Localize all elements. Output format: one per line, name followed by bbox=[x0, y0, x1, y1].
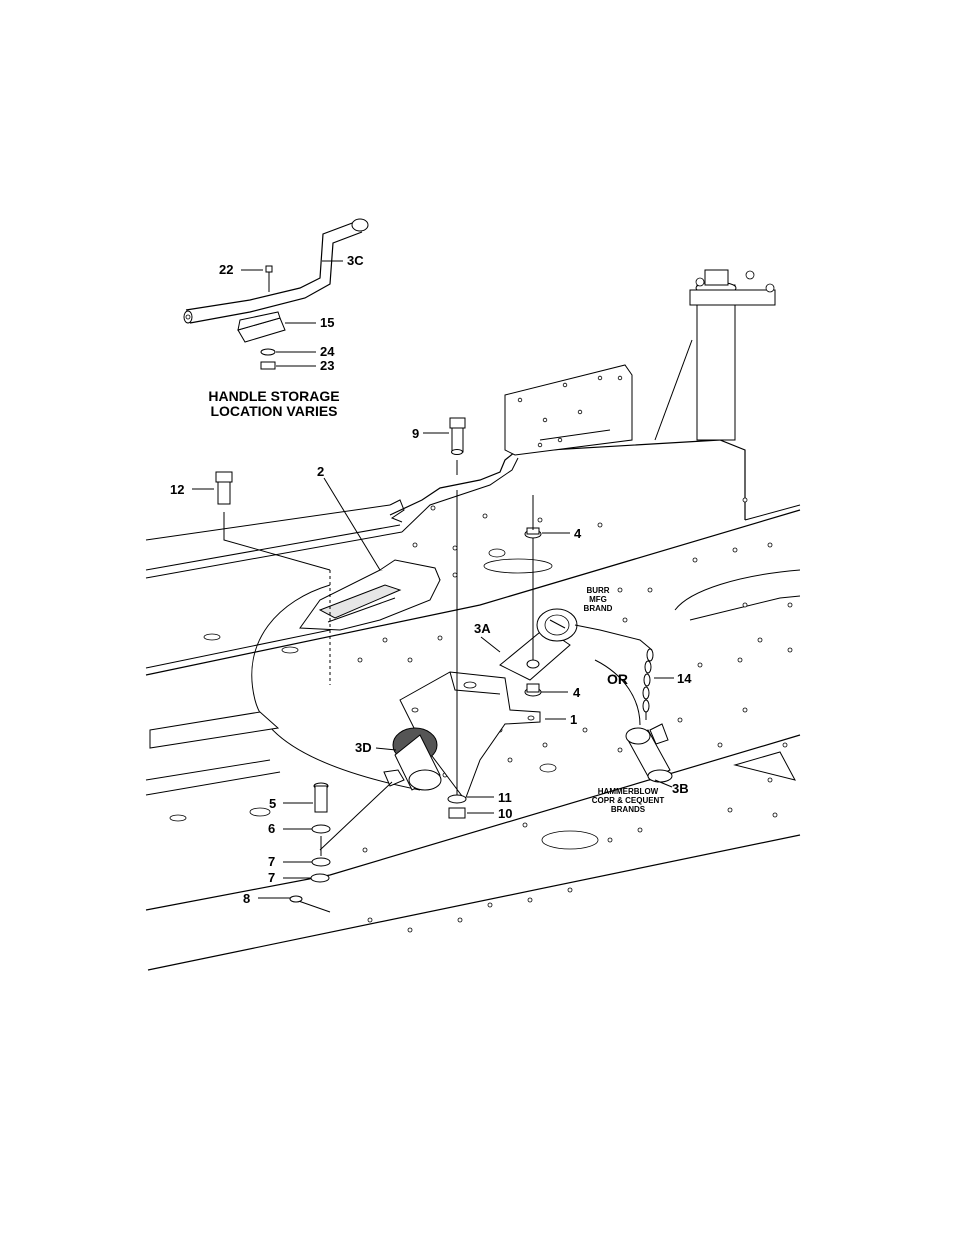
hammerblow-brand-line-2: COPR & CEQUENT bbox=[592, 796, 665, 805]
part-3d-cylinder bbox=[383, 727, 442, 791]
assembly-lines bbox=[319, 490, 641, 856]
burr-brand-line-3: BRAND bbox=[584, 604, 613, 613]
part-2-jaw bbox=[299, 559, 441, 631]
hammerblow-brand-line-1: HAMMERBLOW bbox=[598, 787, 659, 796]
callout-15: 15 bbox=[320, 315, 334, 330]
part-3c-handle bbox=[183, 218, 369, 324]
callout-12: 12 bbox=[170, 482, 184, 497]
part-1-bracket bbox=[399, 671, 541, 802]
callout-22: 22 bbox=[219, 262, 233, 277]
upright-post bbox=[654, 269, 776, 441]
or-label: OR bbox=[607, 671, 628, 687]
callout-24: 24 bbox=[320, 344, 335, 359]
callout-2: 2 bbox=[317, 464, 324, 479]
part-7-washer-a bbox=[311, 857, 331, 867]
part-24-washer bbox=[260, 348, 276, 356]
part-15-clip bbox=[237, 311, 286, 343]
callout-9: 9 bbox=[412, 426, 419, 441]
callout-5: 5 bbox=[269, 796, 276, 811]
part-10-nut bbox=[448, 807, 466, 819]
callout-6: 6 bbox=[268, 821, 275, 836]
callout-8: 8 bbox=[243, 891, 250, 906]
callout-4-upper: 4 bbox=[574, 526, 582, 541]
burr-brand-line-1: BURR bbox=[586, 586, 609, 595]
callout-1: 1 bbox=[570, 712, 577, 727]
part-8-cotter-pin bbox=[289, 895, 331, 913]
part-22-screw bbox=[265, 265, 273, 292]
part-4-bushing-upper bbox=[524, 527, 542, 539]
part-6-washer bbox=[311, 824, 331, 834]
part-11-washer bbox=[447, 794, 467, 804]
storage-note-line-2: LOCATION VARIES bbox=[210, 403, 337, 419]
hammerblow-brand-line-3: BRANDS bbox=[611, 805, 646, 814]
callout-10: 10 bbox=[498, 806, 512, 821]
leader-lines bbox=[192, 260, 674, 899]
callout-7-b: 7 bbox=[268, 870, 275, 885]
part-9-bolt bbox=[449, 417, 466, 475]
storage-note-line-1: HANDLE STORAGE bbox=[208, 388, 339, 404]
part-23-nut bbox=[260, 361, 276, 370]
part-7-washer-b bbox=[310, 873, 330, 883]
part-3b-pin bbox=[625, 723, 673, 783]
frame-outline bbox=[145, 439, 801, 971]
part-12-bolt bbox=[215, 471, 331, 685]
callout-11: 11 bbox=[498, 790, 512, 805]
part-14-chain bbox=[574, 624, 654, 720]
callout-7-a: 7 bbox=[268, 854, 275, 869]
callout-4-lower: 4 bbox=[573, 685, 581, 700]
mounting-plate bbox=[504, 364, 633, 456]
callout-14: 14 bbox=[677, 671, 692, 686]
callout-3c: 3C bbox=[347, 253, 364, 268]
part-5-pin bbox=[313, 782, 329, 813]
callout-23: 23 bbox=[320, 358, 334, 373]
deck-holes bbox=[169, 375, 793, 933]
callout-3b: 3B bbox=[672, 781, 689, 796]
callout-3d: 3D bbox=[355, 740, 372, 755]
burr-brand-line-2: MFG bbox=[589, 595, 607, 604]
callout-3a: 3A bbox=[474, 621, 491, 636]
